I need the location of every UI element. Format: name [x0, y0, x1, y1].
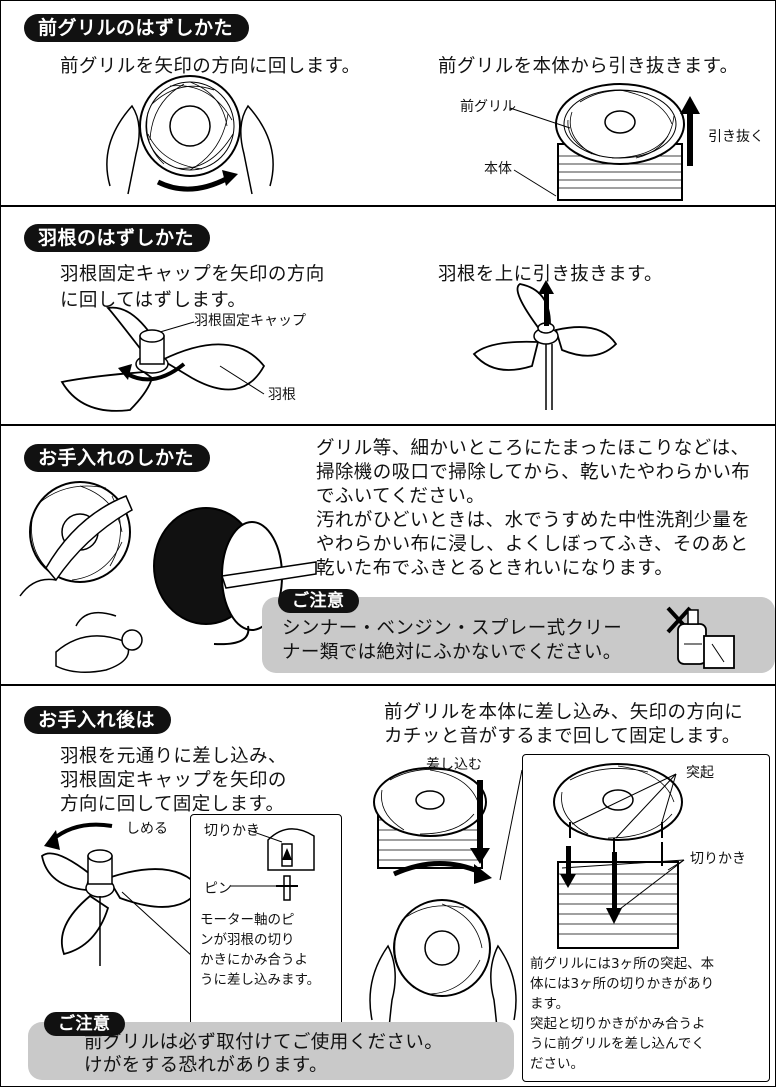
label-notch: 切りかき	[204, 823, 260, 839]
caution-heading-after: ご注意	[44, 1012, 125, 1036]
heading-front-grill-removal: 前グリルのはずしかた	[24, 14, 250, 42]
step-pull-grill: 前グリルを本体から引き抜きます。	[438, 56, 739, 77]
cleaning-para2-line1: 汚れがひどいときは、水でうすめた中性洗剤少量を	[316, 510, 751, 531]
heading-after-cleaning: お手入れ後は	[24, 706, 172, 734]
label-insert: 差し込む	[426, 757, 482, 773]
alignment-note-line4: 突起と切りかきがかみ合うよ	[530, 1016, 706, 1032]
pin-detail-box	[190, 814, 342, 1032]
label-pin: ピン	[204, 881, 232, 897]
label-protrusion: 突起	[686, 765, 714, 781]
grill-on-body-illustration	[555, 83, 685, 201]
cleaning-para1-line1: グリル等、細かいところにたまったほこりなどは、	[316, 438, 750, 459]
cleaning-illustrations	[19, 481, 317, 673]
pin-detail-line4: うに差し込みます。	[200, 972, 321, 988]
leader-lines-cap-blade	[159, 321, 265, 395]
detail-callout-lines	[499, 769, 523, 881]
leader-lines-grill-body	[509, 107, 571, 197]
step-pull-blade: 羽根を上に引き抜きます。	[438, 264, 663, 285]
cleaning-para2-line3: 乾いた布でふきとるときれいになります。	[316, 558, 674, 579]
pin-detail-line1: モーター軸のピ	[200, 912, 295, 928]
heading-blade-removal: 羽根のはずしかた	[24, 224, 211, 252]
alignment-note-line5: うに前グリルを差し込んでく	[530, 1036, 705, 1052]
label-front-grill: 前グリル	[460, 99, 516, 115]
caution-after-line2: けがをする恐れがあります。	[84, 1055, 328, 1076]
grill-body-alignment-illustration	[553, 763, 685, 949]
caution-cleaning-line2: ナー類では絶対にふかないでください。	[282, 642, 622, 663]
pin-detail-line3: かきにかみ合うよ	[200, 952, 308, 968]
label-tighten: しめる	[126, 821, 168, 837]
caution-heading-cleaning: ご注意	[278, 589, 359, 613]
blade-reinstall-illustration	[41, 822, 202, 966]
alignment-note-line1: 前グリルには3ヶ所の突起、本	[530, 956, 715, 972]
label-body: 本体	[484, 161, 512, 177]
pull-arrow	[680, 96, 700, 166]
caution-cleaning-line1: シンナー・ベンジン・スプレー式クリー	[282, 618, 623, 639]
label-notch-body: 切りかき	[690, 851, 746, 867]
after-right-line2: カチッと音がするまで回して固定します。	[384, 726, 741, 747]
step-rotate-grill: 前グリルを矢印の方向に回します。	[60, 56, 361, 77]
after-left-line3: 方向に回して固定します。	[60, 794, 285, 815]
step-remove-cap-line1: 羽根固定キャップを矢印の方向	[60, 264, 325, 285]
heading-cleaning: お手入れのしかた	[24, 444, 211, 472]
label-blade-cap: 羽根固定キャップ	[194, 313, 306, 329]
alignment-note-line3: ます。	[530, 996, 570, 1012]
after-right-line1: 前グリルを本体に差し込み、矢印の方向に	[384, 702, 744, 723]
cleaning-para1-line3: でふいてください。	[316, 486, 485, 507]
cleaning-para1-line2: 掃除機の吸口で掃除してから、乾いたやわらかい布	[316, 462, 751, 483]
label-blade: 羽根	[268, 387, 296, 403]
step-remove-cap-line2: に回してはずします。	[60, 290, 247, 311]
after-left-line1: 羽根を元通りに差し込み、	[60, 746, 287, 767]
alignment-note-line2: 体には3ヶ所の切りかきがあり	[530, 976, 715, 992]
grill-in-hands-illustration	[106, 75, 274, 195]
blade-pull-up-illustration	[472, 280, 618, 410]
cleaning-para2-line2: やわらかい布に浸し、よくしぼってふき、そのあと	[316, 534, 749, 555]
pin-notch-detail-illustration	[230, 828, 315, 901]
caution-after-line1: 前グリルは必ず取付けてご使用ください。	[84, 1032, 444, 1053]
label-pull-out: 引き抜く	[708, 129, 764, 145]
grill-insert-illustration	[369, 767, 517, 1041]
pin-detail-line2: ンが羽根の切り	[200, 932, 295, 948]
no-solvent-bottles-icon	[666, 606, 735, 669]
alignment-note-line6: ださい。	[530, 1056, 584, 1072]
after-left-line2: 羽根固定キャップを矢印の	[60, 770, 287, 791]
